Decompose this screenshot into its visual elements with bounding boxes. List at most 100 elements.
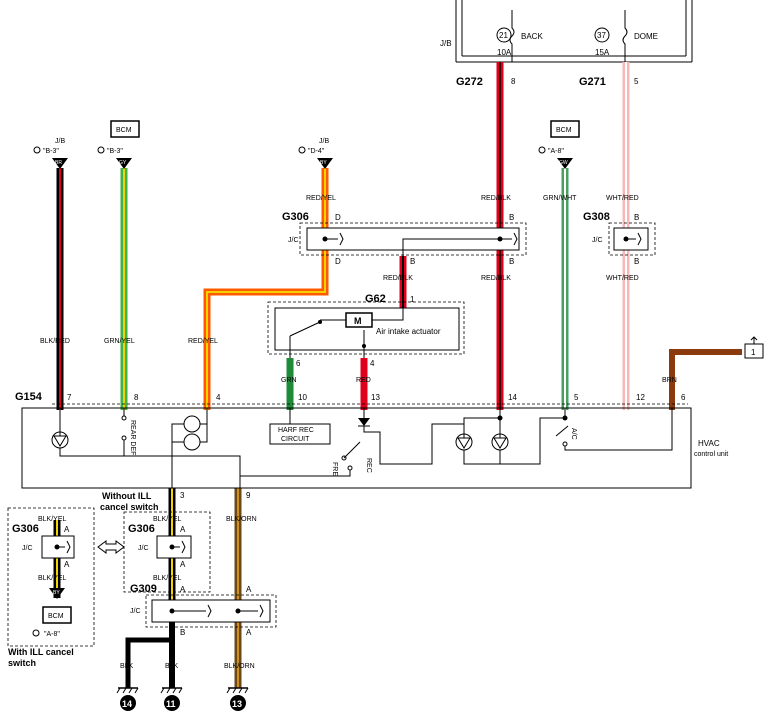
label-blk-yel-left-top: BLK/YEL xyxy=(38,516,67,523)
label-blk-orn: BLK/ORN xyxy=(224,663,255,670)
source-br-ref: J/B xyxy=(55,138,65,145)
eye-icon xyxy=(298,146,306,154)
g272-name: G272 xyxy=(456,76,483,88)
g306-top-connector: G306 D B J/C D B B xyxy=(282,211,527,266)
indicator-lamp-icon xyxy=(183,433,201,451)
eye-icon xyxy=(32,629,40,637)
wire-brn xyxy=(669,349,742,410)
g271-pin: 5 xyxy=(634,77,639,86)
arrow-down-icon xyxy=(52,158,68,169)
g154-name: G154 xyxy=(15,391,43,403)
source-gw-code: GW xyxy=(559,160,568,166)
label-red-blk: RED/BLK xyxy=(383,275,413,282)
g309-connector: G309 A A J/C B A xyxy=(130,583,277,637)
g306-mid-connector: G306 BLK/YEL A J/C A BLK/YEL xyxy=(128,516,192,582)
g306-left-pin-low: A xyxy=(64,560,70,569)
g308-pin: B xyxy=(634,213,639,222)
g309-pin-a1: A xyxy=(180,585,186,594)
label-red-blk-top: RED/BLK xyxy=(481,195,511,202)
rear-def-label: REAR DEF xyxy=(129,420,136,455)
g154-pin-9: 9 xyxy=(246,491,251,500)
g154-pin-13: 13 xyxy=(371,393,380,402)
source-br-code: BR xyxy=(55,160,62,166)
harf-rec-label-1: HARF REC xyxy=(278,427,314,434)
page-ref: 1 xyxy=(744,336,764,359)
without-ill-2: cancel switch xyxy=(100,502,159,512)
source-br-target: "B-3" xyxy=(43,148,59,155)
g306-left-connector: G306 BLK/YEL A J/C A BLK/YEL BY BCM "A-8… xyxy=(12,516,75,638)
g306-mid-pin: A xyxy=(180,525,186,534)
label-grn-yel: GRN/YEL xyxy=(104,338,135,345)
g308-name: G308 xyxy=(583,211,610,223)
ground-13-number: 13 xyxy=(232,699,242,709)
g306-left-pin: A xyxy=(64,525,70,534)
ground-11: 11 xyxy=(160,687,183,711)
g308-connector: G308 B J/C B WHT/RED xyxy=(583,211,656,282)
g62-actuator: G62 1 M Air intake actuator 6 4 xyxy=(267,293,465,368)
source-gy: BCM "B-3" GY xyxy=(97,120,140,169)
g154-pin-8: 8 xyxy=(134,393,139,402)
source-gy-target: "B-3" xyxy=(107,148,123,155)
g306-top-pin-b: B xyxy=(509,213,514,222)
g154-pin-7: 7 xyxy=(67,393,72,402)
page-ref-number: 1 xyxy=(751,348,756,357)
fuse-37-circle xyxy=(594,27,610,43)
ground-14-number: 14 xyxy=(122,699,132,709)
arrow-down-icon xyxy=(49,588,65,599)
source-gw-ref: BCM xyxy=(556,127,572,134)
source-by: J/B "D-4" BY xyxy=(298,138,333,169)
label-red-yel: RED/YEL xyxy=(188,338,218,345)
label-wht-red: WHT/RED xyxy=(606,195,639,202)
g62-pin: 1 xyxy=(410,295,415,304)
without-ill-box xyxy=(123,511,211,593)
led-icon xyxy=(457,437,471,449)
g154-pin-10: 10 xyxy=(298,393,307,402)
label-blk-yel-left: BLK/YEL xyxy=(38,575,67,582)
rec-label: REC xyxy=(365,458,372,473)
g309-jc: J/C xyxy=(130,608,141,615)
fuse-21-name: BACK xyxy=(521,32,543,41)
source-gw-target: "A-8" xyxy=(548,148,564,155)
fuse-37-symbol xyxy=(622,10,628,62)
swap-arrow-icon xyxy=(97,540,125,554)
g306-mid-jc: J/C xyxy=(138,545,149,552)
indicator-lamp-icon xyxy=(183,415,201,433)
hvac-control-unit: G154 7 8 4 10 13 14 5 12 6 REAR DEF HARF… xyxy=(15,391,728,489)
wire-blk-g14 xyxy=(125,637,172,688)
hvac-label-2: control unit xyxy=(694,451,728,458)
g309-pin-a2: A xyxy=(246,585,252,594)
label-blk-yel-mid: BLK/YEL xyxy=(153,575,182,582)
fuse-37-number: 37 xyxy=(597,31,606,40)
arrow-up-icon xyxy=(750,336,758,341)
g308-jc: J/C xyxy=(592,237,603,244)
label-grn-wht: GRN/WHT xyxy=(543,195,577,202)
label-wht-red-low: WHT/RED xyxy=(606,275,639,282)
g306-top-pin-b-mid: B xyxy=(410,257,415,266)
g154-pin-14: 14 xyxy=(508,393,517,402)
label-grn: GRN xyxy=(281,377,297,384)
fuse-37-rating: 15A xyxy=(595,48,610,57)
with-ill-1: With ILL cancel xyxy=(8,647,74,657)
arrow-down-icon xyxy=(557,158,573,169)
wire-red-yel xyxy=(203,168,329,410)
hvac-label-1: HVAC xyxy=(698,439,720,448)
led-icon xyxy=(493,437,507,449)
label-brn: BRN xyxy=(662,377,677,384)
bcm-box xyxy=(42,606,72,624)
led-icon xyxy=(53,435,67,447)
g306-top-pin-d: D xyxy=(335,213,341,222)
g62-pin4: 4 xyxy=(370,359,375,368)
g306-top-name: G306 xyxy=(282,211,309,223)
label-blk-red: BLK/RED xyxy=(40,338,70,345)
with-ill-box xyxy=(7,507,95,647)
ground-13: 13 xyxy=(226,687,249,711)
bcm-code: BY xyxy=(53,590,60,596)
g309-name: G309 xyxy=(130,583,157,595)
ground-icon xyxy=(160,687,183,694)
bcm-label: BCM xyxy=(48,613,64,620)
with-ill-2: switch xyxy=(8,658,36,668)
g306-top-jc: J/C xyxy=(288,237,299,244)
g309-pin-b: B xyxy=(180,628,185,637)
g272-pin: 8 xyxy=(511,77,516,86)
